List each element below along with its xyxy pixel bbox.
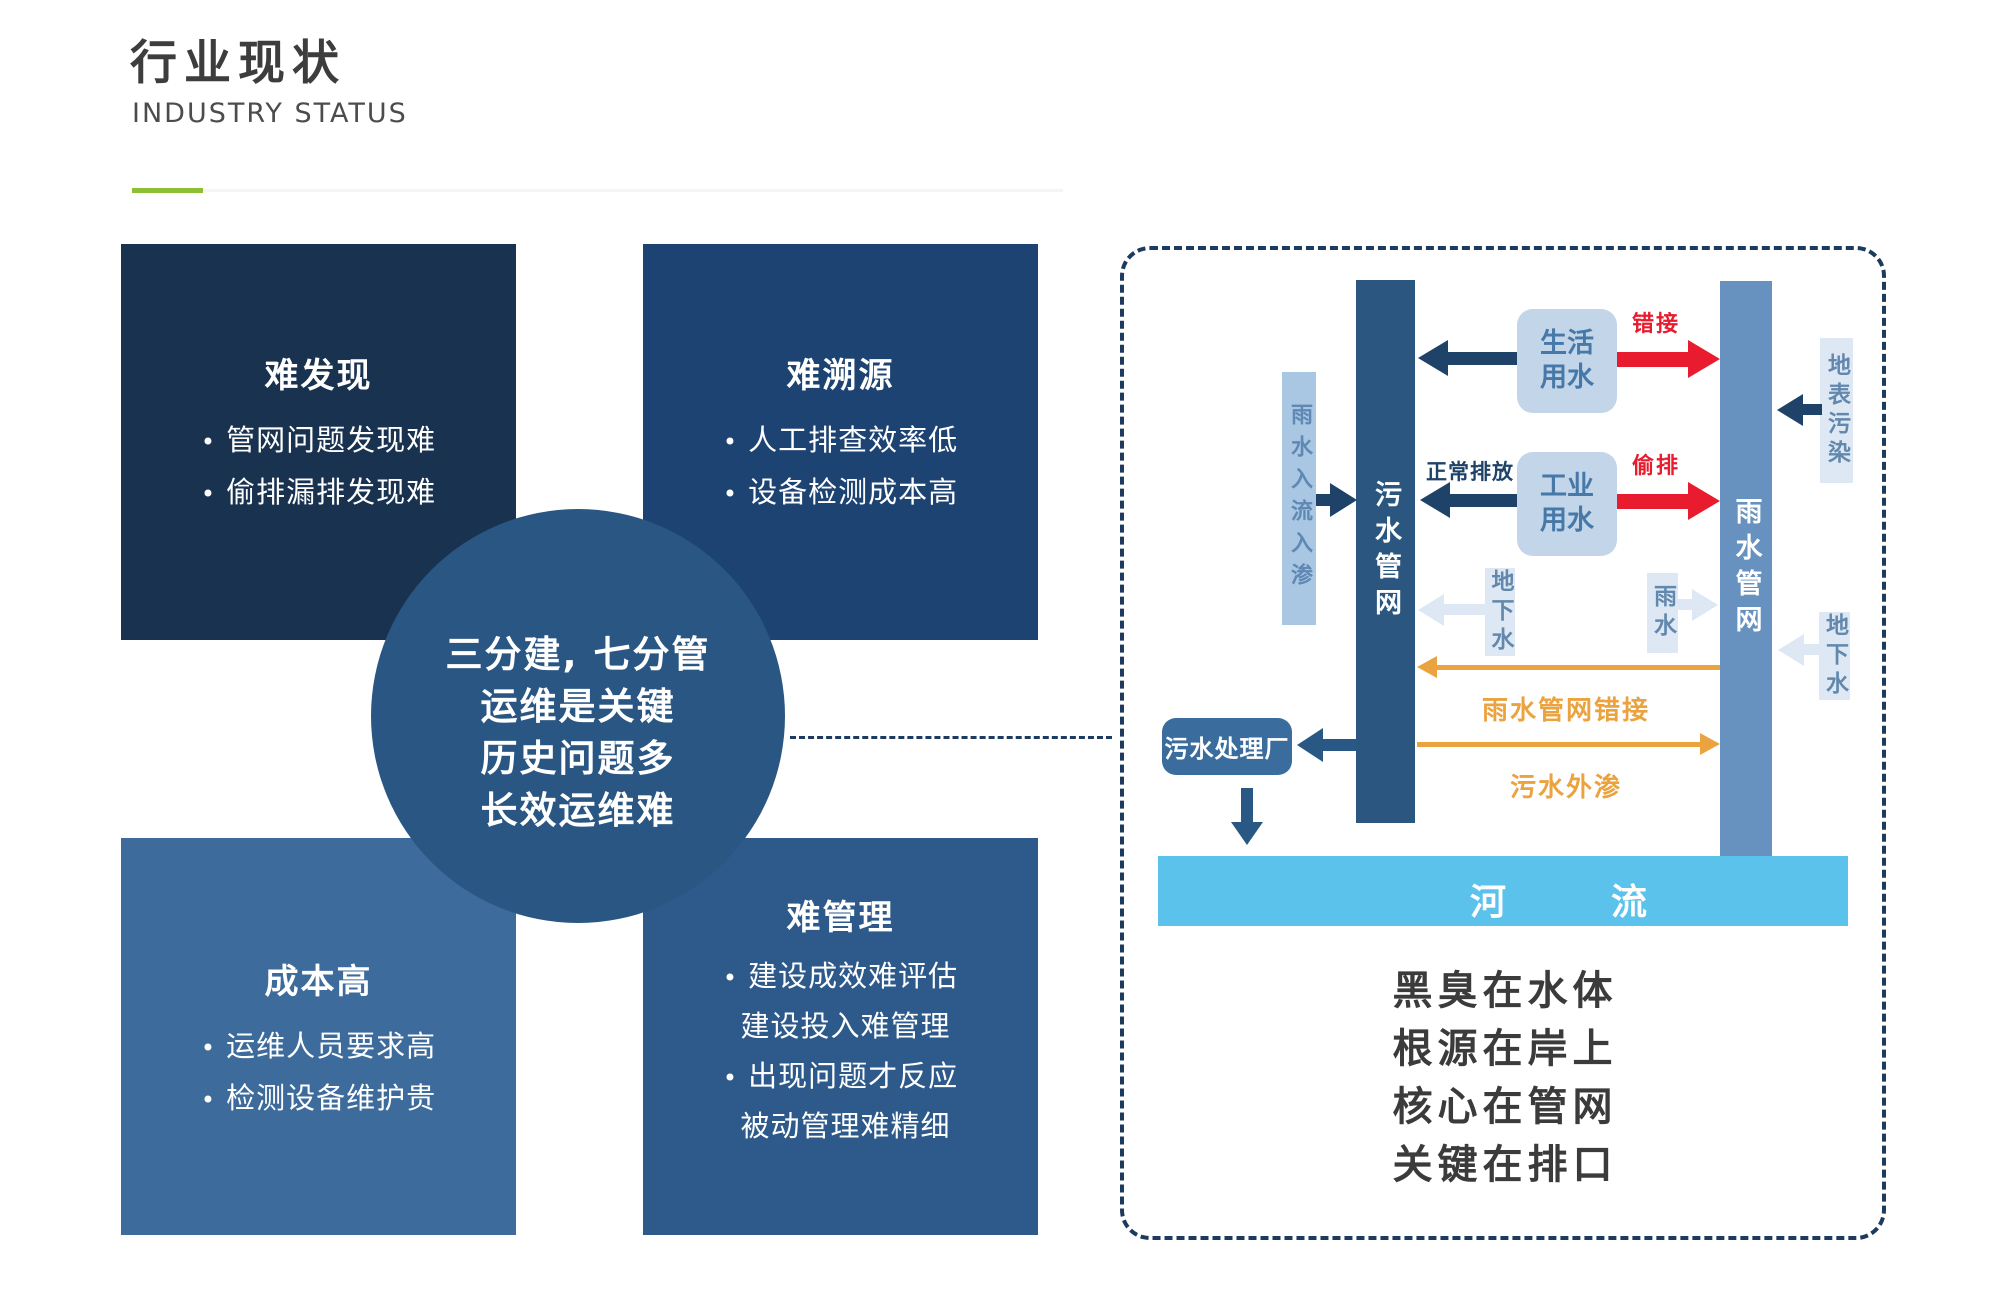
card-bullet-text: 设备检测成本高 — [748, 475, 959, 509]
bullet-icon: • — [200, 428, 217, 456]
accent-underline — [132, 188, 203, 193]
divider-line — [203, 189, 1063, 192]
industrial-water-box: 工业用水 — [1517, 452, 1617, 556]
card-bullet-text: 建设投入难管理 — [740, 1009, 951, 1043]
card-bullet-text: 出现问题才反应 — [748, 1059, 959, 1093]
domestic-water-label: 生活用水 — [1540, 328, 1594, 393]
summary-text: 黑臭在水体 根源在岸上 核心在管网 关键在排口 — [1330, 962, 1680, 1194]
sewage-pipe-network-bar: 污水管网 — [1356, 280, 1415, 823]
card-high-cost: 成本高 • 运维人员要求高 • 检测设备维护贵 — [121, 838, 516, 1235]
card-bullet-text: 建设成效难评估 — [748, 959, 959, 993]
card-title: 成本高 — [264, 962, 373, 1002]
connector-dashed-line — [790, 736, 1112, 739]
key-message-circle: 三分建, 七分管 运维是关键 历史问题多 长效运维难 — [371, 509, 785, 923]
summary-line: 黑臭在水体 — [1392, 968, 1618, 1014]
river-bar — [1158, 856, 1848, 926]
misconnect-label: 错接 — [1632, 312, 1681, 337]
circle-line: 历史问题多 — [480, 737, 676, 780]
card-title: 难管理 — [786, 898, 895, 938]
sewage-leak-label: 污水外渗 — [1510, 773, 1623, 803]
rain-inflow-infiltration-bar: 雨水入流入渗 — [1282, 372, 1316, 625]
bullet-icon: • — [722, 428, 739, 456]
circle-line: 运维是关键 — [480, 685, 676, 728]
treatment-plant-label: 污水处理厂 — [1164, 735, 1290, 763]
diagram-panel-border — [1120, 246, 1886, 1240]
sewage-pipe-label: 污水管网 — [1370, 479, 1401, 624]
illegal-discharge-label: 偷排 — [1632, 454, 1681, 479]
groundwater-right-tag: 地下水 — [1819, 612, 1850, 700]
groundwater-label: 地下水 — [1821, 612, 1848, 700]
surface-pollution-label: 地表污染 — [1823, 352, 1850, 469]
rainwater-tag: 雨水 — [1647, 573, 1678, 653]
bullet-icon: • — [200, 1086, 217, 1114]
card-bullet-text: 管网问题发现难 — [226, 423, 437, 457]
card-hard-to-discover: 难发现 • 管网问题发现难 • 偷排漏排发现难 — [121, 244, 516, 640]
card-bullet-text: 偷排漏排发现难 — [226, 475, 437, 509]
summary-line: 根源在岸上 — [1392, 1026, 1618, 1072]
rain-pipe-label: 雨水管网 — [1730, 497, 1762, 641]
card-bullet-text: 人工排查效率低 — [748, 423, 959, 457]
card-title: 难发现 — [264, 356, 373, 396]
groundwater-left-tag: 地下水 — [1485, 568, 1515, 656]
card-bullet-text: 运维人员要求高 — [226, 1029, 437, 1063]
domestic-water-box: 生活用水 — [1517, 309, 1617, 413]
bullet-icon: • — [200, 1034, 217, 1062]
surface-pollution-tag: 地表污染 — [1820, 338, 1853, 483]
rainwater-label: 雨水 — [1649, 584, 1676, 642]
card-title: 难溯源 — [786, 356, 895, 396]
bullet-icon: • — [722, 480, 739, 508]
card-bullet-text: 检测设备维护贵 — [226, 1081, 437, 1115]
industrial-water-label: 工业用水 — [1540, 471, 1594, 536]
bullet-icon — [730, 1014, 740, 1042]
rain-inflow-label: 雨水入流入渗 — [1287, 402, 1312, 595]
normal-discharge-label: 正常排放 — [1426, 460, 1514, 484]
circle-line: 长效运维难 — [480, 789, 676, 832]
card-bullet-text: 被动管理难精细 — [740, 1109, 951, 1143]
bullet-icon: • — [200, 480, 217, 508]
rain-pipe-network-bar: 雨水管网 — [1720, 281, 1772, 857]
summary-line: 关键在排口 — [1392, 1142, 1618, 1188]
summary-line: 核心在管网 — [1392, 1084, 1618, 1130]
card-hard-to-manage: 难管理 • 建设成效难评估 建设投入难管理 • 出现问题才反应 被动管理难精细 — [643, 838, 1038, 1235]
rainpipe-misconnect-label: 雨水管网错接 — [1482, 696, 1651, 726]
bullet-icon: • — [722, 1064, 739, 1092]
groundwater-label: 地下水 — [1487, 568, 1513, 656]
river-label: 河流 — [1470, 882, 1753, 923]
treatment-plant-box: 污水处理厂 — [1162, 718, 1292, 775]
page-subtitle: INDUSTRY STATUS — [132, 98, 408, 129]
bullet-icon: • — [722, 964, 739, 992]
page-title: 行业现状 — [130, 36, 346, 91]
circle-line: 三分建, 七分管 — [445, 633, 711, 676]
bullet-icon — [730, 1114, 740, 1142]
